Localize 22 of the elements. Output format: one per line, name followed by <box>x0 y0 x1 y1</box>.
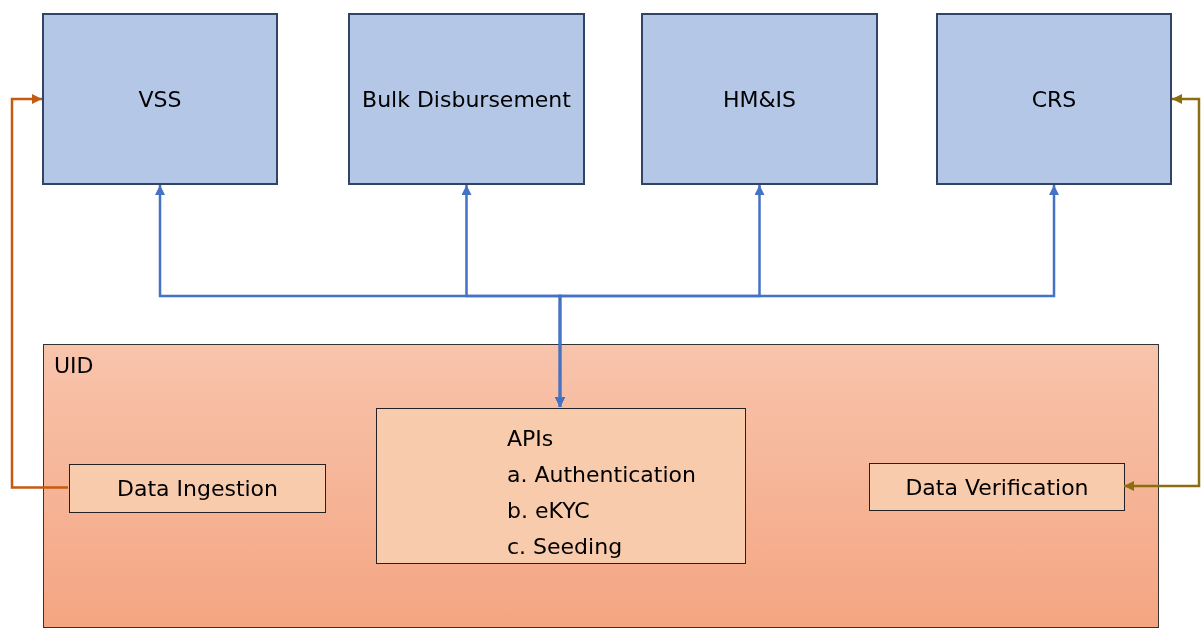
group-panel <box>43 344 1159 628</box>
process-box <box>869 463 1125 511</box>
list-item: b. eKYC <box>507 497 591 525</box>
process-box <box>936 13 1172 185</box>
arrow <box>555 185 1059 407</box>
process-box <box>69 464 326 513</box>
box-label: Data Verification <box>905 474 1089 500</box>
box-label: APIs <box>507 425 555 453</box>
box-label: HM&IS <box>722 86 797 112</box>
process-box <box>641 13 878 185</box>
list-item: a. Authentication <box>507 461 697 489</box>
process-box <box>42 13 278 185</box>
box-label: VSS <box>138 86 182 112</box>
arrow <box>1124 94 1201 491</box>
box-label: CRS <box>1031 86 1077 112</box>
box-label: Bulk Disbursement <box>362 86 571 112</box>
arrow <box>10 94 68 489</box>
box-label: Data Ingestion <box>116 476 279 501</box>
process-box <box>348 13 585 185</box>
process-box <box>376 408 746 564</box>
list-item: c. Seeding <box>507 533 624 561</box>
box-label: UID <box>54 353 94 378</box>
